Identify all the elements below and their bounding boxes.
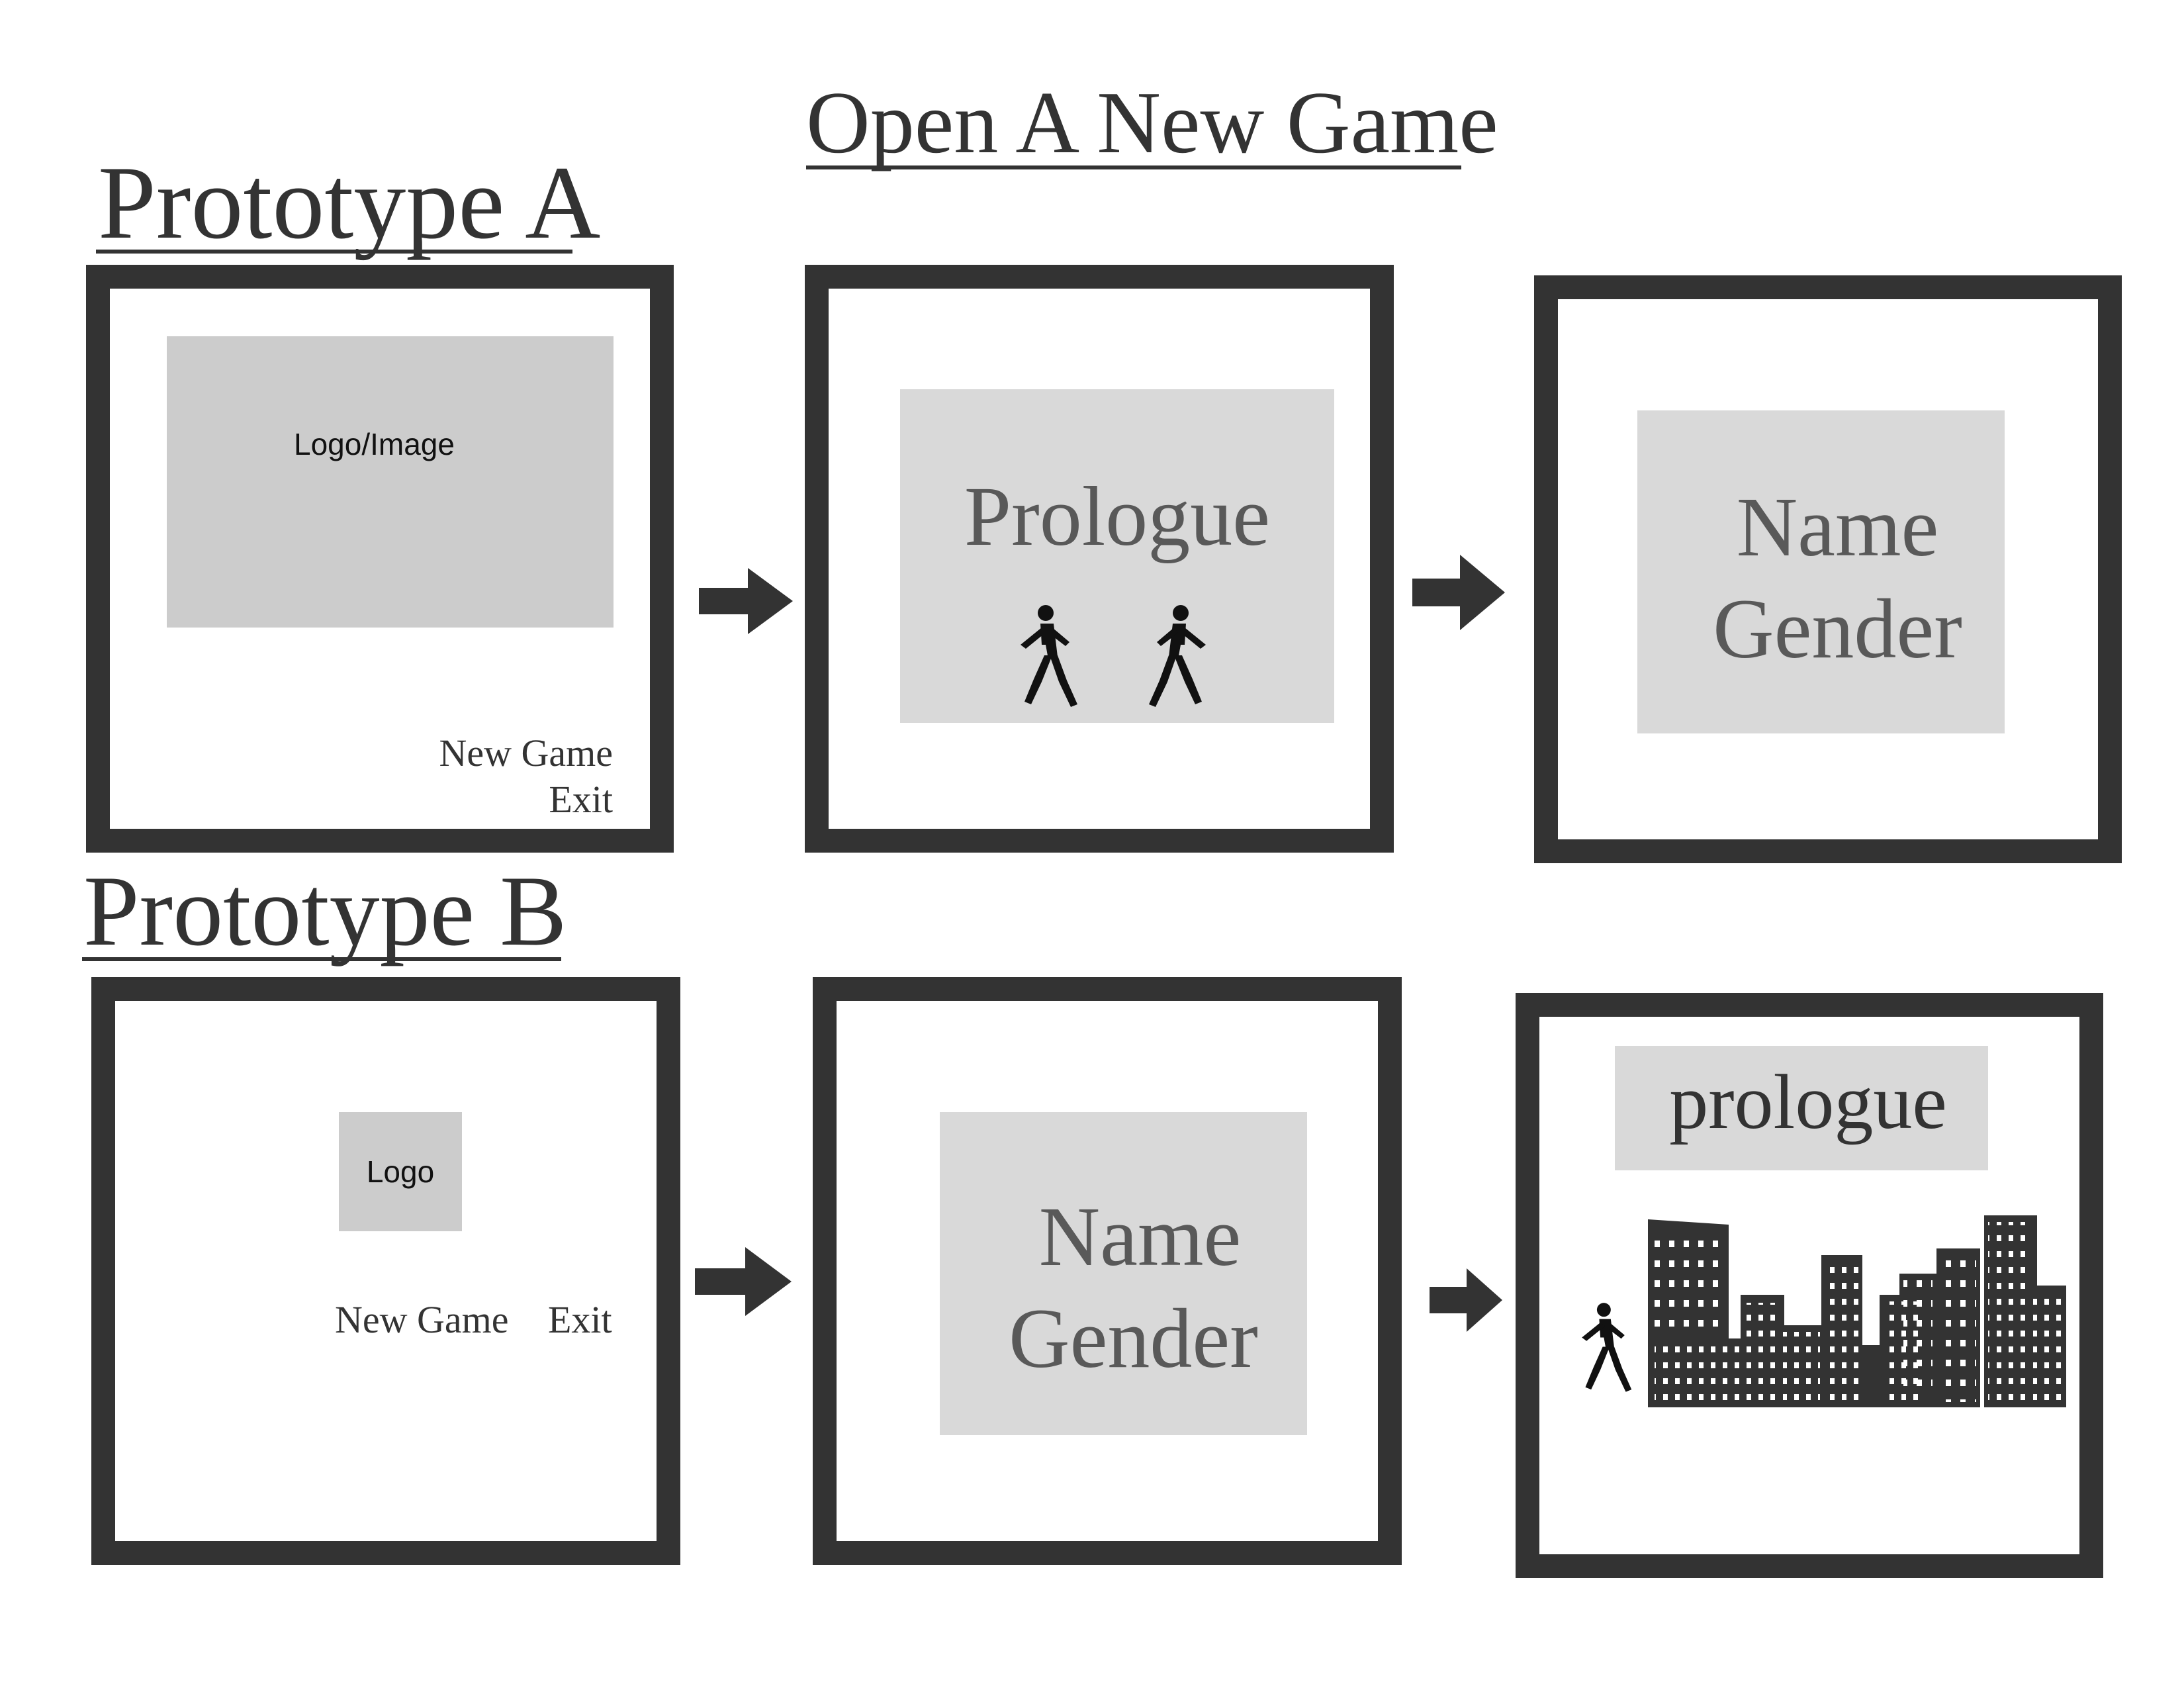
city-skyline-icon — [1648, 1215, 2066, 1407]
prologue-title: prologue — [1669, 1058, 1947, 1145]
name-label: Name — [1038, 1190, 1242, 1284]
arrow-right-icon — [699, 568, 793, 634]
prototype-a-screen-1: Logo/Image New Game Exit — [86, 265, 674, 853]
logo-label: Logo — [366, 1154, 435, 1189]
name-gender-panel: Name Gender — [940, 1112, 1307, 1435]
page-title-underline — [806, 165, 1461, 169]
arrow-right-icon — [1430, 1268, 1502, 1332]
walking-person-icon — [1582, 1303, 1632, 1392]
prototype-a-screen-2: Prologue — [805, 265, 1394, 853]
name-gender-panel: Name Gender — [1637, 410, 2005, 733]
prototype-b-underline — [82, 957, 561, 961]
prototype-b-screen-1: Logo New Game Exit — [91, 977, 680, 1565]
prototype-b-heading: Prototype B — [83, 855, 567, 966]
logo-image-placeholder: Logo/Image — [167, 336, 614, 628]
prototype-a-underline — [96, 250, 572, 254]
prototype-a-screen-3: Name Gender — [1534, 275, 2122, 863]
walking-person-icon — [1149, 605, 1206, 707]
logo-placeholder: Logo — [339, 1112, 462, 1231]
exit-menu-item[interactable]: Exit — [549, 778, 613, 821]
prologue-panel: Prologue — [900, 389, 1334, 723]
exit-menu-item[interactable]: Exit — [548, 1298, 612, 1341]
prototype-b-screen-3: prologue — [1516, 993, 2103, 1578]
prologue-panel: prologue — [1615, 1046, 1988, 1170]
new-game-menu-item[interactable]: New Game — [439, 731, 613, 774]
prototype-b-screen-2: Name Gender — [813, 977, 1402, 1565]
prototype-a-heading: Prototype A — [98, 145, 601, 261]
new-game-menu-item[interactable]: New Game — [335, 1298, 509, 1341]
prologue-title: Prologue — [964, 469, 1271, 563]
walking-person-icon — [1021, 605, 1077, 707]
gender-label: Gender — [1009, 1291, 1258, 1385]
name-label: Name — [1736, 480, 1939, 574]
page-title: Open A New Game — [806, 73, 1498, 171]
arrow-right-icon — [695, 1247, 792, 1316]
arrow-right-icon — [1412, 555, 1505, 630]
gender-label: Gender — [1713, 582, 1962, 676]
logo-image-label: Logo/Image — [294, 427, 455, 461]
